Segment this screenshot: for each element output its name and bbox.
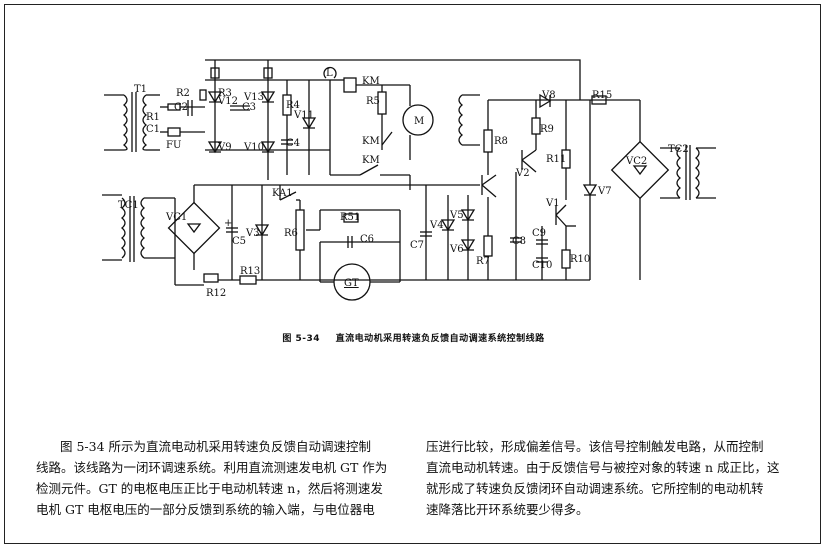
thyristor-bridge — [207, 91, 276, 154]
label-r4: R4 — [286, 100, 300, 111]
label-l: L — [326, 68, 333, 79]
label-v9: V9 — [217, 142, 232, 153]
label-c4: C4 — [286, 138, 300, 149]
label-r15: R15 — [592, 90, 612, 101]
label-v13: V13 — [243, 92, 264, 103]
resistor-r12 — [203, 273, 219, 283]
label-plus: + — [224, 218, 232, 229]
label-r9: R9 — [540, 124, 554, 135]
paragraph-line: 速降落比开环系统要少得多。 — [426, 502, 589, 517]
paragraph-line: 线路。该线路为一闭环调速系统。利用直流测速发电机 GT 作为 — [36, 460, 388, 475]
label-c2: C2 — [174, 102, 188, 113]
label-km-3: KM — [362, 155, 380, 166]
label-gt: GT — [344, 278, 359, 289]
label-v11: V11 — [293, 110, 314, 121]
label-km-2: KM — [362, 136, 380, 147]
paragraph-line: 图 5-34 所示为直流电动机采用转速负反馈自动调速控制 — [60, 439, 372, 454]
relay-km-coil — [343, 77, 357, 93]
paragraph-line: 直流电动机转速。由于反馈信号与被控对象的转速 n 成正比，这 — [426, 460, 780, 475]
paragraph-line: 电机 GT 电枢电压的一部分反馈到系统的输入端，与电位器电 — [36, 502, 375, 517]
diode-v8 — [539, 93, 552, 109]
label-r12: R12 — [206, 288, 226, 299]
resistor-r51 — [343, 213, 359, 223]
label-fu: FU — [166, 140, 181, 151]
paragraph-line: 就形成了转速负反馈闭环自动调速系统。它所控制的电动机转 — [426, 481, 764, 496]
label-tc1: TC1 — [118, 200, 139, 211]
paragraph-left-column: 图 5-34 所示为直流电动机采用转速负反馈自动调速控制 线路。该线路为一闭环调… — [36, 436, 416, 520]
diode-v7 — [582, 184, 598, 197]
motor-m — [402, 104, 434, 136]
label-c10: C10 — [532, 260, 552, 271]
label-r1: R1 — [146, 112, 160, 123]
label-r7: R7 — [476, 256, 490, 267]
label-c9: C9 — [532, 228, 546, 239]
label-v3: V3 — [245, 228, 260, 239]
transformer-tc1 — [102, 194, 175, 262]
label-c5: C5 — [232, 236, 246, 247]
label-r11: R11 — [546, 154, 566, 165]
rectifier-vc2 — [610, 140, 670, 200]
transformer-t1 — [104, 92, 160, 152]
label-r10: R10 — [570, 254, 590, 265]
label-v5: V5 — [449, 210, 464, 221]
resistor-r7 — [483, 235, 493, 257]
label-tc2: TC2 — [668, 144, 689, 155]
figure-caption: 图 5-34 直流电动机采用转速负反馈自动调速系统控制线路 — [0, 331, 827, 344]
resistor-r15 — [591, 95, 607, 105]
label-r2: R2 — [176, 88, 190, 99]
paragraph-line: 压进行比较，形成偏差信号。该信号控制触发电路，从而控制 — [426, 439, 764, 454]
label-r51: R51 — [340, 212, 360, 223]
label-v1: V1 — [545, 198, 560, 209]
resistor-r13 — [239, 275, 257, 285]
label-c3: C3 — [242, 102, 256, 113]
figure-title: 直流电动机采用转速负反馈自动调速系统控制线路 — [335, 334, 545, 344]
label-v6: V6 — [449, 244, 464, 255]
resistor-r2 — [199, 89, 207, 101]
label-v4: V4 — [429, 220, 444, 231]
label-km-1: KM — [362, 76, 380, 87]
label-v8: V8 — [541, 90, 556, 101]
label-r5: R5 — [366, 96, 380, 107]
figure-number: 图 5-34 — [282, 334, 320, 344]
circuit-diagram: T1 R2 C2 R1 C1 FU R3 V12 V13 C3 V9 V10 R… — [102, 59, 716, 301]
resistor-r10 — [561, 249, 571, 269]
resistor-r8 — [483, 129, 493, 153]
resistor-r9 — [531, 117, 541, 135]
label-t1: T1 — [134, 84, 147, 95]
label-r6: R6 — [284, 228, 298, 239]
label-c1: C1 — [146, 124, 160, 135]
label-m: M — [414, 116, 424, 127]
label-v2: V2 — [515, 168, 530, 179]
component-labels: T1 R2 C2 R1 C1 FU R3 V12 V13 C3 V9 V10 R… — [118, 68, 689, 299]
label-r13: R13 — [240, 266, 260, 277]
label-c6: C6 — [360, 234, 374, 245]
label-v12: V12 — [217, 96, 238, 107]
label-v7: V7 — [597, 186, 612, 197]
page-frame — [4, 4, 821, 544]
rectifier-vc1 — [167, 201, 221, 255]
label-v10: V10 — [243, 142, 264, 153]
transformer-middle-coil — [458, 94, 464, 146]
label-c7: C7 — [410, 240, 424, 251]
label-vc2: VC2 — [625, 156, 647, 167]
fuse-top-1 — [210, 67, 220, 79]
fuse-fu — [167, 127, 181, 137]
label-r3: R3 — [218, 88, 232, 99]
label-c8: C8 — [512, 236, 526, 247]
label-ka1: KA1 — [272, 188, 293, 199]
inductor-l — [323, 66, 337, 79]
paragraph-line: 检测元件。GT 的电枢电压正比于电动机转速 n，然后将测速发 — [36, 481, 383, 496]
label-r8: R8 — [494, 136, 508, 147]
label-vc1: VC1 — [165, 212, 187, 223]
transformer-tc2 — [676, 147, 682, 199]
paragraph-right-column: 压进行比较，形成偏差信号。该信号控制触发电路，从而控制 直流电动机转速。由于反馈… — [426, 436, 798, 520]
